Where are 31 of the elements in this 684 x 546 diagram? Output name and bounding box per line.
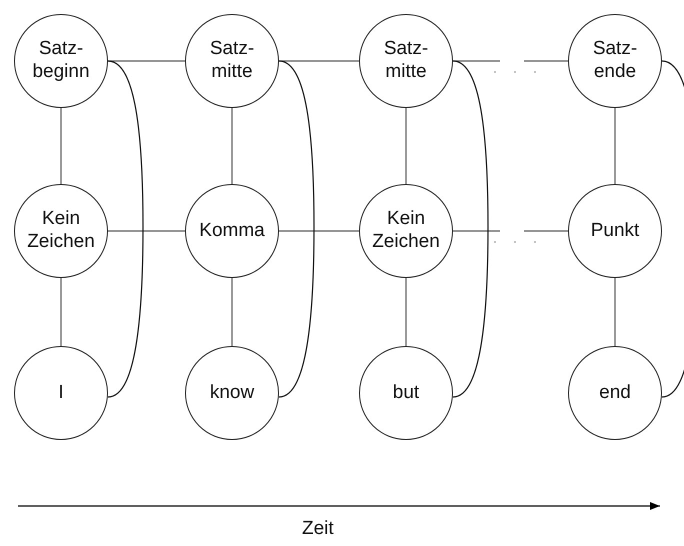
connector-line [108,230,185,232]
state-label: know [208,382,256,404]
state-label: Kein Zeichen [26,208,96,254]
connector-line [453,60,568,62]
connector-line [614,108,616,184]
connector-line [279,230,359,232]
connector-line [231,278,233,346]
connector-line [614,278,616,346]
state-label: Satz- ende [592,38,638,84]
state-label: Satz- mitte [208,38,256,84]
connector-line [279,60,359,62]
connector-line [278,60,315,398]
state-label: Satz- beginn [31,38,91,84]
connector-line [231,108,233,184]
connector-line [60,278,62,346]
connector-line [108,60,185,62]
state-label: Kein Zeichen [371,208,441,254]
axis-label: Zeit [302,518,334,540]
connector-line [60,108,62,184]
connector-line [405,278,407,346]
connector-line [108,60,144,398]
state-label: but [392,382,420,404]
state-label: Punkt [590,220,640,242]
state-label: I [57,382,65,404]
state-label: Komma [198,220,266,242]
state-label: end [598,382,632,404]
connector-line [452,60,489,398]
connector-line [662,60,684,398]
state-label: Satz- mitte [382,38,430,84]
connector-line [453,230,568,232]
connector-line [405,108,407,184]
